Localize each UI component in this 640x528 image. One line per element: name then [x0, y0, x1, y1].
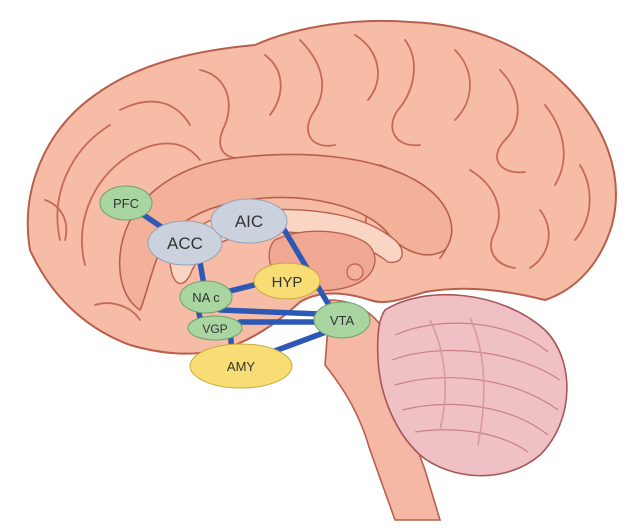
region-amy: AMY [190, 344, 292, 388]
region-hyp: HYP [254, 263, 320, 299]
aic-label: AIC [235, 212, 263, 231]
pfc-label: PFC [113, 196, 139, 211]
region-acc: ACC [148, 221, 222, 265]
region-nac: NA c [180, 281, 232, 313]
pineal-region [347, 264, 363, 280]
region-aic: AIC [211, 199, 287, 243]
vta-label: VTA [330, 313, 355, 328]
acc-label: ACC [167, 234, 203, 253]
region-vgp: VGP [188, 316, 242, 340]
amy-label: AMY [227, 359, 256, 374]
nac-label: NA c [192, 290, 220, 305]
connection-amy-vta [272, 332, 326, 352]
hyp-label: HYP [272, 274, 303, 291]
region-vta: VTA [314, 302, 370, 338]
region-pfc: PFC [100, 186, 152, 220]
vgp-label: VGP [202, 322, 227, 336]
